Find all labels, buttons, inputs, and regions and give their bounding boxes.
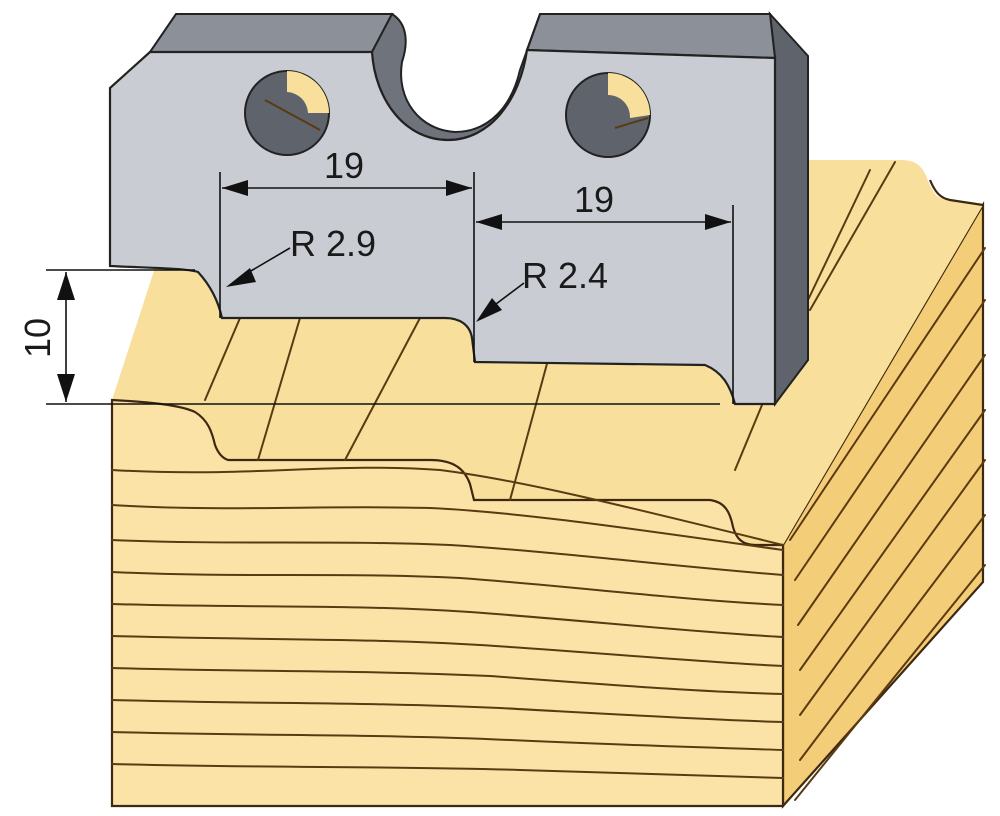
blade-hole-left	[244, 70, 330, 156]
radius-left-leader	[243, 247, 291, 276]
wood-grain-side	[789, 247, 986, 801]
wood-profile-ridge	[928, 179, 984, 207]
dimension-labels: 19 19 R 2.9 R 2.4 10	[17, 145, 614, 358]
dimension-radius-left: R 2.9	[290, 223, 376, 264]
dimension-lines	[46, 172, 734, 405]
dimension-radius-right: R 2.4	[522, 255, 608, 296]
radius-right-leader	[491, 282, 525, 308]
knife-blade	[108, 11, 809, 407]
dimension-width-right: 19	[574, 179, 614, 220]
blade-hole-right	[565, 72, 651, 158]
blade-top-bevel-left	[148, 13, 394, 53]
dimension-height: 10	[17, 318, 58, 358]
wood-grain-front	[111, 466, 784, 779]
dimension-width-left: 19	[324, 145, 364, 186]
wood-grain-top	[204, 161, 896, 501]
